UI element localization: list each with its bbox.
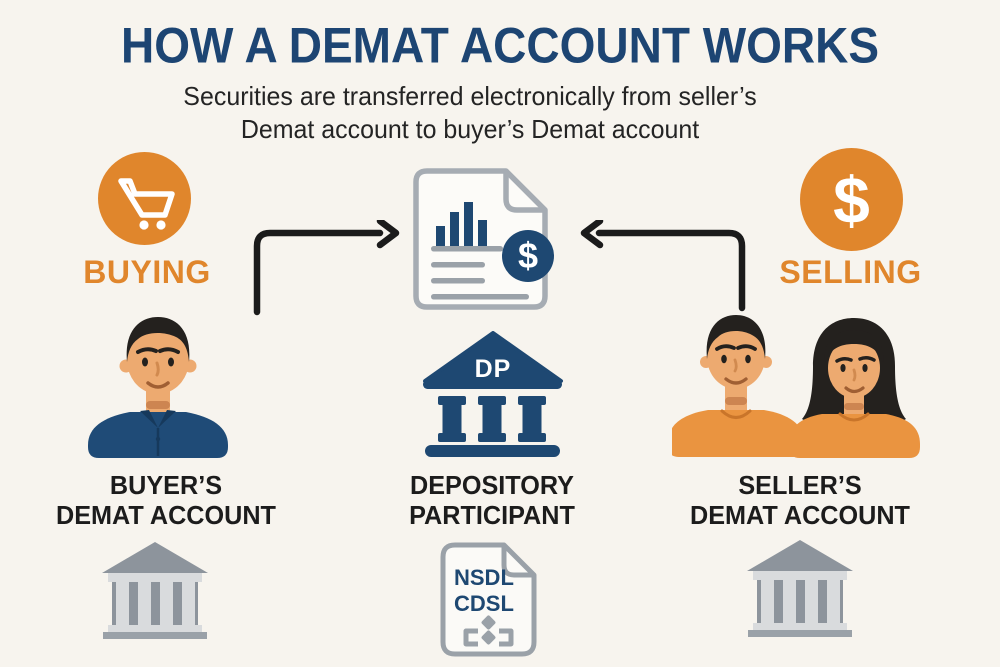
registry-line-2: CDSL — [454, 591, 514, 616]
subtitle-line-1: Securities are transferred electronicall… — [183, 81, 757, 111]
shopping-cart-icon — [98, 152, 191, 245]
bar-chart-icon — [431, 202, 503, 252]
document-dollar-symbol: $ — [518, 235, 538, 276]
dollar-badge-icon: $ — [502, 230, 554, 282]
flowchart-icon — [463, 615, 514, 647]
seller-label-line-1: SELLER’S — [738, 470, 862, 500]
registry-line-1: NSDL — [454, 565, 514, 590]
depository-participant-label: DEPOSITORY PARTICIPANT — [372, 470, 612, 530]
buyer-bank-icon — [102, 542, 208, 639]
page-title: HOW A DEMAT ACCOUNT WORKS — [120, 17, 880, 74]
buy-flow-arrow-icon — [253, 220, 400, 316]
sell-flow-arrow-icon — [580, 220, 746, 312]
depository-label-line-1: DEPOSITORY — [410, 470, 574, 500]
buying-label: BUYING — [83, 254, 211, 290]
statement-document-icon: $ — [413, 168, 554, 310]
dollar-coin-icon: $ — [800, 148, 903, 251]
seller-account-label: SELLER’S DEMAT ACCOUNT — [680, 470, 920, 530]
depository-bank-icon: DP — [423, 331, 563, 457]
sellers-avatar — [672, 315, 920, 458]
dp-monogram: DP — [475, 355, 512, 383]
selling-label: SELLING — [779, 254, 922, 290]
seller-bank-icon — [747, 540, 853, 637]
nsdl-cdsl-document-icon: NSDL CDSL — [440, 542, 537, 657]
buyer-account-label: BUYER’S DEMAT ACCOUNT — [46, 470, 286, 530]
seller-label-line-2: DEMAT ACCOUNT — [690, 500, 910, 530]
selling-coin-symbol: $ — [833, 163, 870, 237]
buyer-label-line-2: DEMAT ACCOUNT — [56, 500, 276, 530]
subtitle: Securities are transferred electronicall… — [0, 80, 940, 146]
buyer-avatar — [88, 317, 228, 458]
depository-label-line-2: PARTICIPANT — [409, 500, 575, 530]
buyer-label-line-1: BUYER’S — [109, 470, 223, 500]
subtitle-line-2: Demat account to buyer’s Demat account — [240, 114, 700, 144]
